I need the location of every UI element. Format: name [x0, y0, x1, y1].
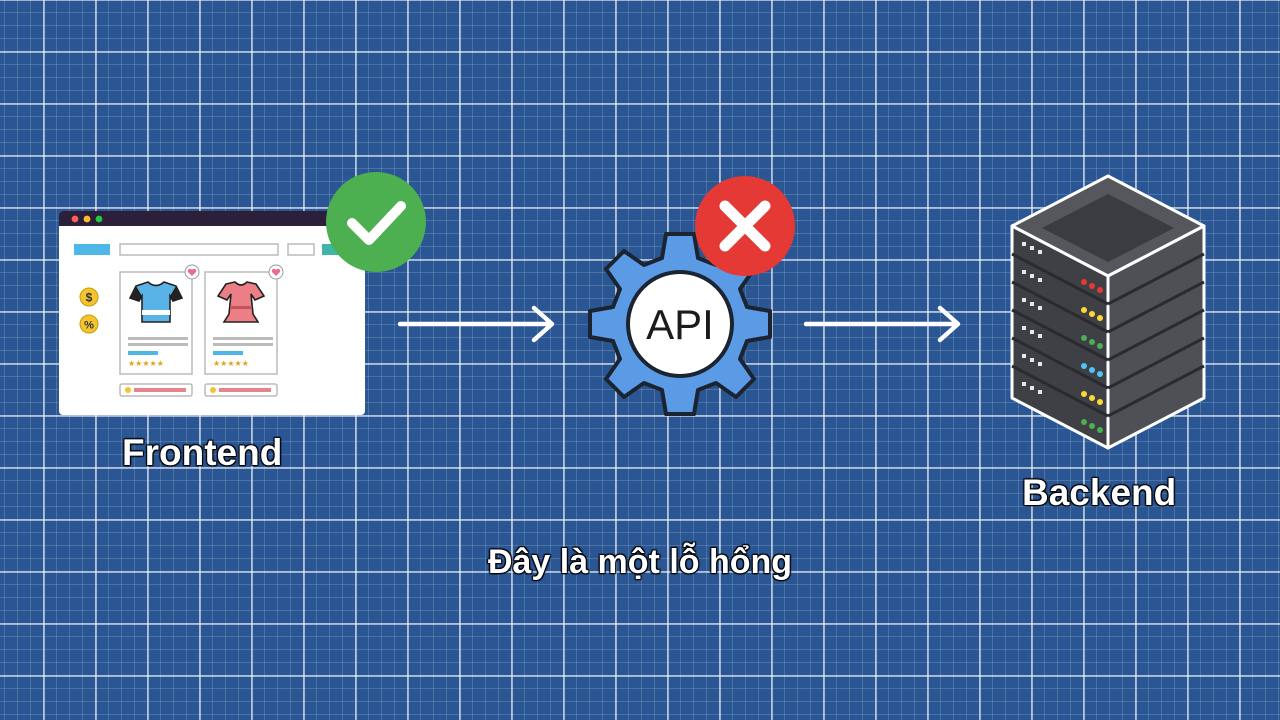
check-circle-icon [326, 172, 426, 272]
backend-server-icon [1010, 174, 1206, 450]
api-gear-icon: API [588, 232, 772, 416]
product-card-dress: ★★★★★ [204, 264, 284, 397]
x-circle-icon [695, 176, 795, 276]
logo-block [74, 244, 110, 255]
frontend-browser-window: $ % ★★★★★ ★★★★★ [59, 211, 365, 415]
frontend-label: Frontend [122, 432, 283, 473]
svg-text:%: % [84, 320, 94, 332]
subtitle-caption: Đây là một lỗ hổng [487, 543, 793, 581]
heart-icon [187, 268, 197, 276]
svg-text:★★★★★: ★★★★★ [213, 359, 249, 368]
api-label: API [646, 301, 714, 348]
svg-text:$: $ [86, 291, 93, 305]
arrow-api-to-backend [804, 305, 961, 343]
window-close-dot [71, 215, 79, 223]
heart-icon [271, 268, 281, 276]
svg-text:★★★★★: ★★★★★ [128, 359, 164, 368]
search-bar [119, 243, 279, 256]
price-badge: $ [79, 287, 99, 307]
product-card-shirt: ★★★★★ [119, 264, 200, 397]
arrow-frontend-to-api [398, 305, 555, 343]
nav-button [287, 243, 315, 256]
dress-icon [216, 281, 266, 323]
discount-badge: % [79, 314, 99, 334]
window-minimize-dot [83, 215, 91, 223]
window-maximize-dot [95, 215, 103, 223]
backend-label: Backend [1022, 472, 1177, 513]
